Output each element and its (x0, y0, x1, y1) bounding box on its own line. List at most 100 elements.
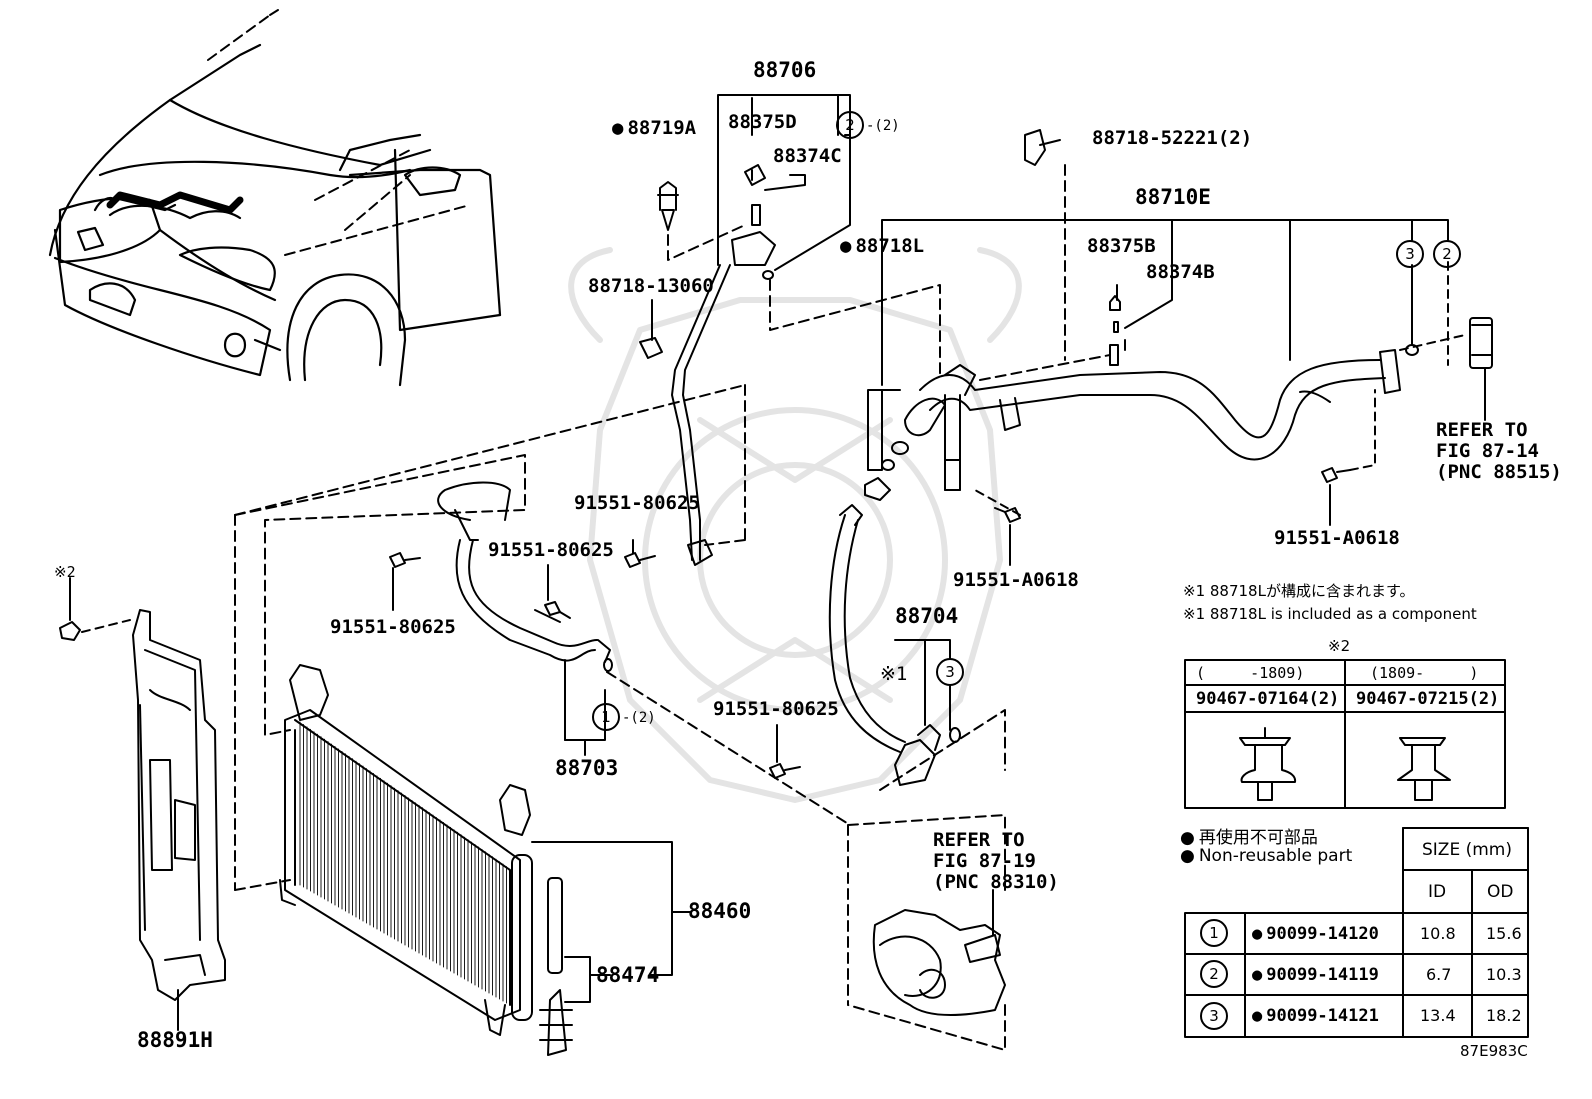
oring-row-od: 15.6 (1486, 924, 1522, 943)
diagram-code: 87E983C (1460, 1042, 1528, 1060)
oring-row-od: 10.3 (1486, 965, 1522, 984)
id-header: ID (1428, 882, 1447, 902)
part-88703-label: 88703 (555, 756, 619, 780)
oring-row-id: 6.7 (1426, 965, 1452, 984)
oring-3-callout-top: 3 (1396, 240, 1424, 268)
oring-row-id: 13.4 (1420, 1006, 1456, 1025)
oring-row-part: 90099-14121 (1252, 1006, 1379, 1026)
part-88718-13060-label: 88718-13060 (588, 275, 714, 297)
od-header: OD (1487, 882, 1514, 902)
part-88718l-label: 88718L (840, 235, 925, 257)
clip-range-right: (1809- ) (1370, 664, 1479, 682)
oring-row-no: 2 (1200, 960, 1228, 988)
clip-88718-52221 (1024, 129, 1061, 166)
receiver-88474-drawing (511, 854, 573, 1056)
legend-nonreusable-en: Non-reusable part (1180, 846, 1352, 866)
part-88710e-label: 88710E (1135, 185, 1211, 209)
leader-88375b-88374b (1116, 284, 1173, 329)
part-88704-label: 88704 (895, 604, 959, 628)
clip-part-right: 90467-07215(2) (1356, 689, 1500, 709)
legend-nonreusable-jp-text: 再使用不可部品 (1198, 828, 1318, 848)
compressor-drawing (872, 909, 1006, 1016)
part-88474-label: 88474 (596, 963, 660, 987)
size-header: SIZE (mm) (1422, 840, 1512, 860)
legend-nonreusable-en-text: Non-reusable part (1198, 846, 1353, 866)
oring-row-part-text: 90099-14119 (1266, 965, 1379, 985)
nonreusable-dot-icon (840, 235, 855, 257)
oring-2-callout: 2-(2) (836, 111, 900, 139)
nonreusable-dot-icon (1180, 846, 1199, 866)
note1-japanese: ※1 88718Lが構成に含まれます。 (1183, 582, 1415, 600)
nonreusable-dot-icon (612, 117, 627, 139)
hose-88703-drawing (437, 481, 613, 672)
vehicle-leader-lines (207, 9, 471, 256)
vehicle-front-illustration (48, 43, 502, 387)
leader-88374c (764, 174, 806, 191)
oring-2-callout-right: 2 (1433, 240, 1461, 268)
part-91551-a0618-mid-label: 91551-A0618 (953, 569, 1079, 591)
part-88706-label: 88706 (753, 58, 817, 82)
part-88719a-label: 88719A (612, 117, 697, 139)
radiator-side-seal-88891h-drawing (132, 609, 226, 1001)
oring-row-id: 10.8 (1420, 924, 1456, 943)
leader-88474 (564, 956, 611, 1003)
oring-2-circle: 2 (836, 111, 864, 139)
legend-nonreusable-jp: 再使用不可部品 (1180, 823, 1318, 848)
oring-row-part-text: 90099-14120 (1266, 924, 1379, 944)
oring-row-part-text: 90099-14121 (1266, 1006, 1379, 1026)
oring-row-no: 3 (1200, 1002, 1228, 1030)
part-88374c-label: 88374C (773, 145, 842, 167)
part-91551-80625-a-label: 91551-80625 (574, 492, 700, 514)
part-88891h-label: 88891H (137, 1028, 213, 1052)
part-88718-52221-label: 88718-52221(2) (1092, 127, 1253, 149)
nonreusable-dot-icon (1252, 1006, 1266, 1026)
part-88374b-label: 88374B (1146, 261, 1215, 283)
bolts (389, 467, 1351, 779)
hose-88704-drawing (828, 504, 961, 786)
nonreusable-dot-icon (1180, 828, 1199, 848)
leader-88460 (531, 841, 691, 976)
clip-range-left: ( -1809) (1196, 664, 1305, 682)
refer-fig-87-19-line2: FIG 87-19 (933, 850, 1036, 872)
oring-3-circle: 3 (1396, 240, 1424, 268)
oring-3-circle: 3 (936, 658, 964, 686)
oring-3-callout: 3 (936, 658, 964, 686)
oring-row-od: 18.2 (1486, 1006, 1522, 1025)
clip-2-drawing (59, 577, 131, 641)
clip-part-left: 90467-07164(2) (1196, 689, 1340, 709)
note-mark-2: ※2 (54, 563, 76, 581)
leader-88704 (894, 639, 951, 726)
condenser-fins (299, 721, 507, 1004)
nonreusable-dot-icon (1252, 924, 1266, 944)
pipe-88710e-drawing (904, 317, 1493, 491)
leader-88706 (717, 94, 851, 271)
oring-1-callout: 1-(2) (592, 703, 656, 731)
note-mark-1: ※1 (880, 663, 908, 685)
clip-table-mark: ※2 (1328, 637, 1351, 655)
oring-row-part: 90099-14119 (1252, 965, 1379, 985)
part-91551-80625-b-label: 91551-80625 (488, 539, 614, 561)
part-88719a-text: 88719A (627, 117, 697, 139)
oring-1-circle: 1 (592, 703, 620, 731)
oring-1-qty: -(2) (622, 710, 656, 726)
refer-fig-87-19-line3: (PNC 88310) (933, 871, 1059, 893)
part-88375b-label: 88375B (1087, 235, 1156, 257)
oring-row-no: 1 (1200, 919, 1228, 947)
refer-fig-87-14-line2: FIG 87-14 (1436, 440, 1539, 462)
part-88718l-text: 88718L (855, 235, 925, 257)
oring-2-qty: -(2) (866, 118, 900, 134)
refer-fig-87-14-line3: (PNC 88515) (1436, 461, 1562, 483)
refer-fig-87-19-line1: REFER TO (933, 829, 1025, 851)
condenser-boundary (234, 384, 746, 891)
note1-english: ※1 88718L is included as a component (1183, 605, 1477, 623)
refer-fig-87-14-line1: REFER TO (1436, 419, 1528, 441)
part-91551-80625-c-label: 91551-80625 (330, 616, 456, 638)
part-88375d-label: 88375D (728, 111, 797, 133)
leader-88710e (881, 219, 1449, 386)
oring-2-circle: 2 (1433, 240, 1461, 268)
oring-row-part: 90099-14120 (1252, 924, 1379, 944)
part-88460-label: 88460 (688, 899, 752, 923)
part-91551-a0618-right-label: 91551-A0618 (1274, 527, 1400, 549)
